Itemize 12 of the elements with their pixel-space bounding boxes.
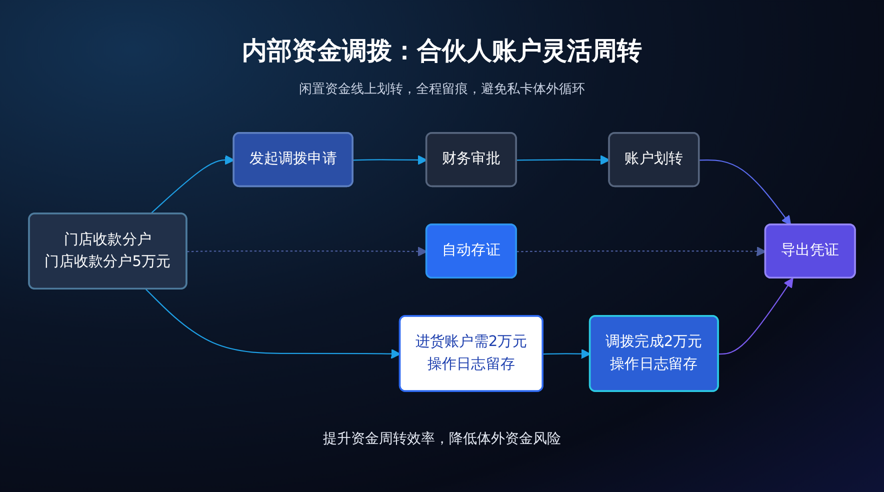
arrow [145,288,401,359]
subtitle: 闲置资金线上划转，全程留痕，避免私卡体外循环 [299,81,585,98]
arrow [516,155,610,165]
arrow [718,278,794,355]
title: 内部资金调拨：合伙人账户灵活周转 [241,35,643,67]
arrow [699,159,792,226]
arrow [543,348,591,359]
caption: 提升资金周转效率，降低体外资金风险 [322,430,562,448]
arrow [150,154,235,214]
arrow [187,246,428,256]
arrow [516,246,766,256]
arrow [353,155,428,165]
